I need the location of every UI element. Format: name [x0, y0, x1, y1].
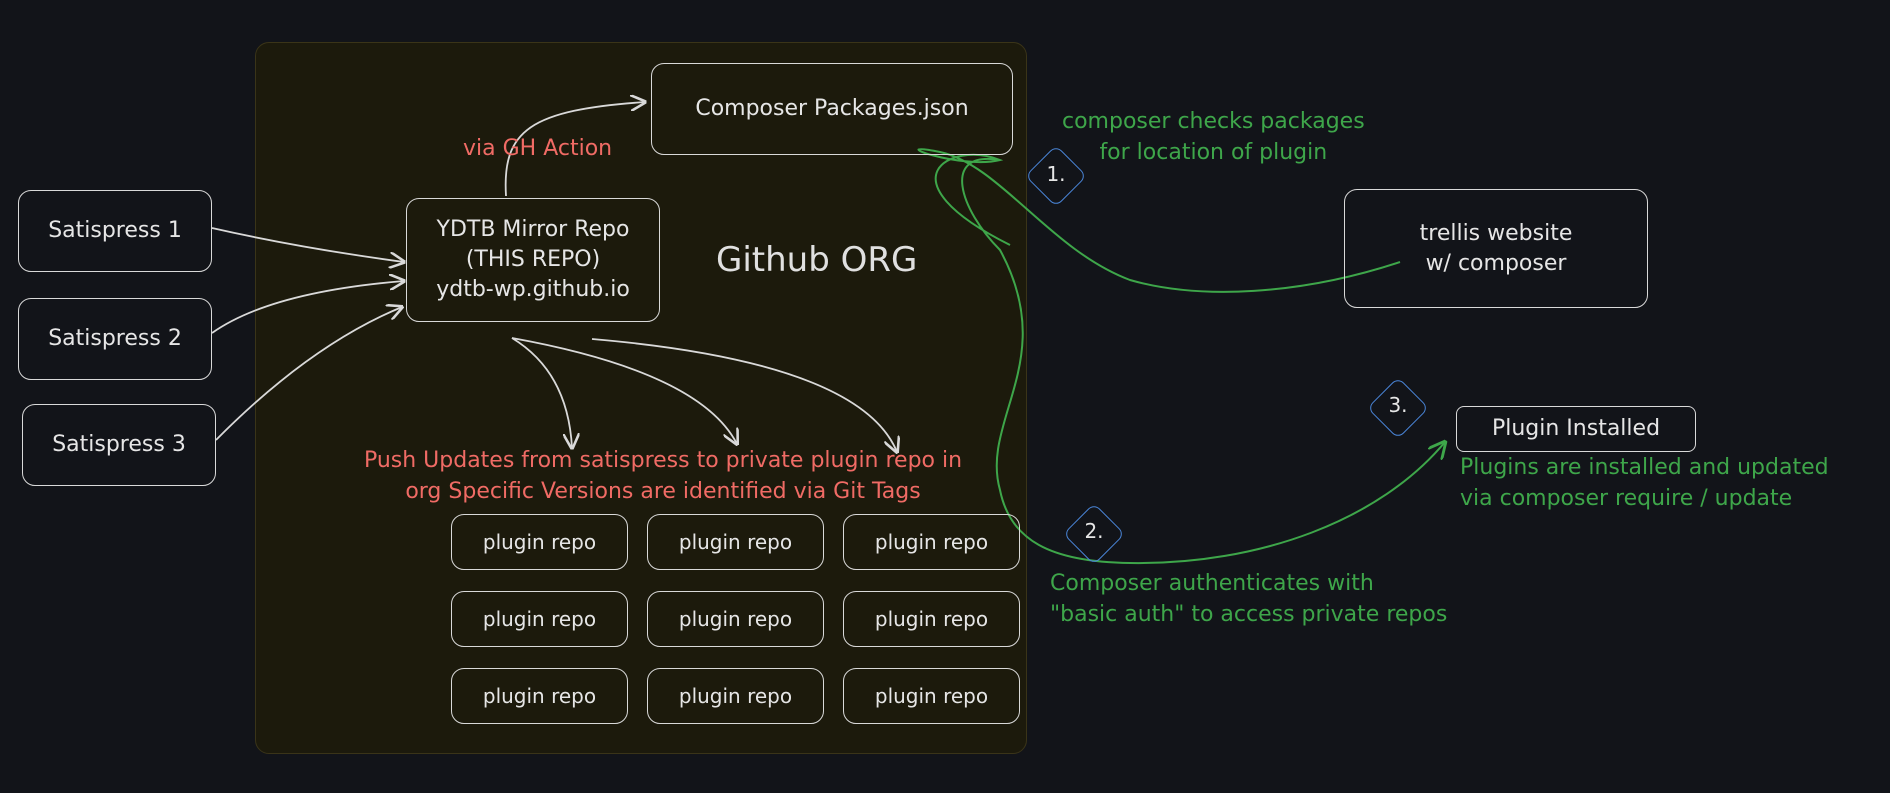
arrow-satispress-2-to-mirror — [211, 281, 404, 334]
step-3-note: Plugins are installed and updated via co… — [1460, 455, 1829, 511]
step-3-number: 3. — [1388, 393, 1408, 417]
arrow-satispress-3-to-mirror — [215, 307, 402, 441]
plugin-repo: plugin repo — [451, 668, 628, 724]
trellis-website-node: trellis website w/ composer — [1344, 189, 1648, 308]
mirror-repo-node: YDTB Mirror Repo (THIS REPO) ydtb-wp.git… — [406, 198, 660, 322]
step-2-note: Composer authenticates with "basic auth"… — [1050, 571, 1448, 627]
arrow-mirror-to-packages — [504, 102, 645, 197]
plugin-repo: plugin repo — [647, 668, 824, 724]
step-1-number: 1. — [1046, 162, 1066, 186]
satispress-3-node: Satispress 3 — [22, 404, 216, 486]
arrow-mirror-to-plugins-2 — [511, 337, 737, 444]
satispress-1-node: Satispress 1 — [18, 190, 212, 272]
plugin-repo: plugin repo — [451, 591, 628, 647]
arrow-mirror-to-plugins-1 — [511, 337, 572, 448]
step-1-note: composer checks packages for location of… — [1062, 109, 1365, 165]
satispress-2-node: Satispress 2 — [18, 298, 212, 380]
plugin-repo: plugin repo — [843, 668, 1020, 724]
via-gh-action-label: via GH Action — [463, 136, 613, 161]
plugin-repo: plugin repo — [843, 591, 1020, 647]
plugin-repo: plugin repo — [647, 514, 824, 570]
composer-flow-line — [917, 148, 1445, 565]
push-updates-note: Push Updates from satispress to private … — [363, 448, 963, 504]
plugin-repo: plugin repo — [843, 514, 1020, 570]
github-org-container — [255, 42, 1027, 754]
arrow-satispress-1-to-mirror — [211, 227, 404, 262]
plugin-repo: plugin repo — [451, 514, 628, 570]
plugin-installed-node: Plugin Installed — [1456, 406, 1696, 452]
org-title: Github ORG — [716, 240, 918, 280]
arrow-mirror-to-plugins-3 — [591, 338, 897, 452]
plugin-repo: plugin repo — [647, 591, 824, 647]
step-2-number: 2. — [1084, 519, 1104, 543]
composer-packages-node: Composer Packages.json — [651, 63, 1013, 155]
